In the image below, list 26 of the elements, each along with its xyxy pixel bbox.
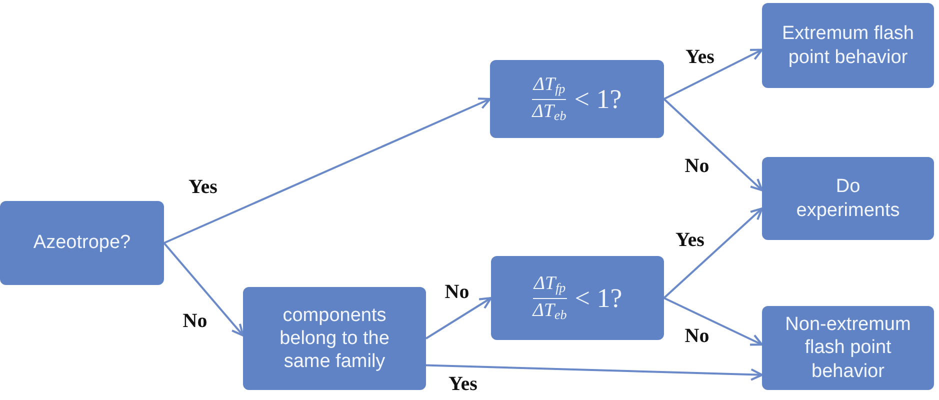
arrow	[664, 297, 764, 346]
decision-box	[0, 201, 164, 285]
node-text: Do experiments	[795, 175, 901, 222]
result-box	[762, 3, 934, 88]
arrow	[425, 296, 492, 340]
arrow	[663, 98, 764, 192]
arrow	[426, 364, 764, 381]
decision-box	[491, 256, 664, 340]
arrow	[163, 242, 244, 336]
result-box	[762, 157, 934, 240]
comparison-text: < 1?	[574, 84, 622, 114]
decision-box	[490, 60, 664, 138]
fraction-denominator: ΔT$_{eb}$	[532, 300, 567, 322]
node-text: Extremum flash point behavior	[781, 22, 915, 69]
node-text: components belong to the same family	[278, 304, 390, 374]
fraction-numerator: ΔT$_{fp}$	[534, 274, 566, 296]
comparison-text: < 1?	[574, 282, 622, 314]
decision-box	[243, 287, 426, 390]
node-text: Azeotrope?	[33, 231, 131, 255]
fraction-numerator: ΔT$_{fp}$	[533, 75, 566, 96]
arrow	[664, 48, 764, 100]
fraction-denominator: ΔT$_{eb}$	[532, 102, 566, 123]
arrow	[164, 98, 492, 244]
node-text: Non-extremum flash point behavior	[784, 313, 912, 383]
arrow	[663, 207, 764, 299]
result-box	[762, 306, 934, 390]
